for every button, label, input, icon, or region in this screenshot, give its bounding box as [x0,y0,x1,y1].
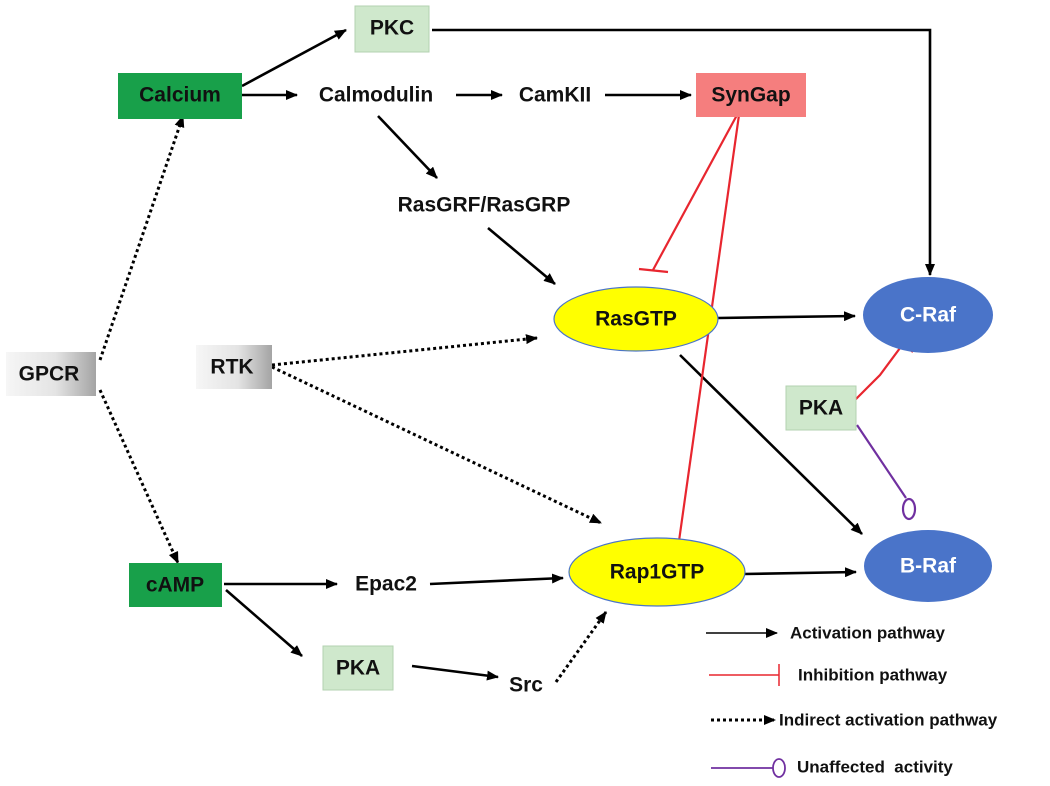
node-camp-label: cAMP [146,574,204,597]
edge-gpcr-calcium [98,115,185,361]
legend-activation-label: Activation pathway [790,623,945,642]
node-pka-right-label: PKA [799,397,843,420]
node-rasgtp: RasGTP [553,286,719,352]
node-pka-bottom-label: PKA [336,657,380,680]
node-rasgrf-rasgrp: RasGRF/RasGRP [398,194,571,217]
node-braf: B-Raf [864,530,992,602]
node-camkii: CamKII [519,84,591,107]
node-rasgtp-label: RasGTP [595,308,677,331]
edge-rap1gtp-braf [743,567,857,578]
edge-src-rap1gtp [554,611,608,683]
node-calcium-label: Calcium [139,84,221,107]
node-calmodulin: Calmodulin [319,84,433,107]
node-calcium: Calcium [118,73,242,119]
node-pkc: PKC [354,5,430,53]
node-syngap: SynGap [696,73,806,117]
edge-rasgrf-rasgtp [487,227,556,285]
node-syngap-label: SynGap [711,84,790,107]
node-rap1gtp: Rap1GTP [568,537,746,607]
node-pka-bottom: PKA [322,645,394,691]
edge-camp-pka [225,589,303,657]
legend: Activation pathway Inhibition pathway In… [706,623,998,778]
legend-indirect: Indirect activation pathway [711,710,998,729]
node-craf: C-Raf [863,277,993,353]
edge-pkc-craf [432,28,935,276]
node-braf-label: B-Raf [900,555,957,578]
node-craf-label: C-Raf [900,304,957,327]
edge-syngap-rasgtp [638,114,738,274]
legend-unaffected: Unaffected activity [711,757,953,778]
node-src: Src [509,674,543,697]
node-rap1gtp-label: Rap1GTP [610,561,705,584]
node-rtk-label: RTK [210,356,253,379]
edge-pka-src [411,664,499,681]
node-epac2: Epac2 [355,573,417,596]
indirect-edges [98,115,608,683]
legend-unaffected-label: Unaffected activity [797,757,953,776]
activation-edges [224,28,935,681]
edge-rtk-rap1gtp [271,365,602,525]
edge-pka-braf-unaffected [856,424,917,521]
legend-indirect-label: Indirect activation pathway [779,710,998,729]
edge-gpcr-camp [98,389,180,564]
edge-rasgtp-braf [679,354,863,535]
legend-inhibition: Inhibition pathway [709,664,948,686]
legend-inhibition-label: Inhibition pathway [798,665,948,684]
node-gpcr-label: GPCR [19,363,80,386]
node-gpcr: GPCR [6,352,96,396]
edge-calmodulin-rasgrf [377,115,438,179]
node-rtk: RTK [196,345,272,389]
node-pka-right: PKA [785,385,857,431]
edge-epac2-rap1gtp [429,573,564,586]
edge-rasgtp-craf [717,311,856,322]
edge-rtk-rasgtp [271,334,538,367]
edge-calcium-pkc [241,28,347,88]
legend-activation: Activation pathway [706,623,945,642]
node-pkc-label: PKC [370,17,414,40]
node-camp: cAMP [129,563,222,607]
